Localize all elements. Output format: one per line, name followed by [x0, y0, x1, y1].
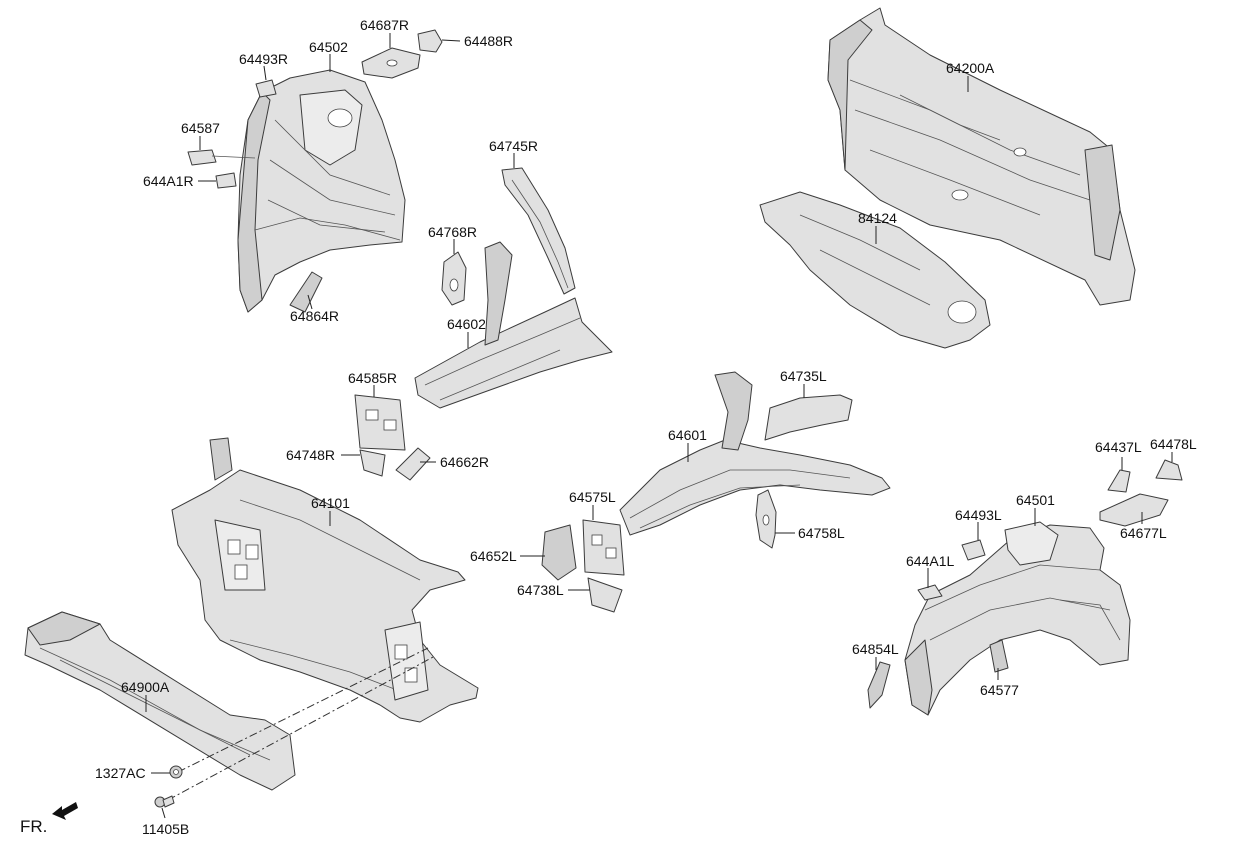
bracket-64437l-part: [1107, 469, 1131, 493]
label-84124: 84124: [858, 210, 897, 226]
label-64501: 64501: [1016, 492, 1055, 508]
label-64768r: 64768R: [428, 224, 477, 240]
label-64745r: 64745R: [489, 138, 538, 154]
label-64585r: 64585R: [348, 370, 397, 386]
label-64662r: 64662R: [440, 454, 489, 470]
bracket-64677l-part: [1099, 493, 1169, 527]
label-64677l: 64677L: [1120, 525, 1167, 541]
front-orientation-indicator: FR.: [20, 802, 78, 836]
reinforcement-64745r-part: [501, 167, 576, 295]
radiator-carrier-64101-part: [171, 437, 479, 723]
label-64493r: 64493R: [239, 51, 288, 67]
front-apron-left-part: [867, 521, 1131, 716]
label-64602: 64602: [447, 316, 486, 332]
label-1327ac: 1327AC: [95, 765, 146, 781]
bracket-64687r-part: [361, 47, 421, 79]
label-64652l: 64652L: [470, 548, 517, 564]
dash-panel-64200a-part: [827, 7, 1136, 306]
mounting-guide-lines: [167, 647, 436, 801]
label-64493l: 64493L: [955, 507, 1002, 523]
label-64587: 64587: [181, 120, 220, 136]
front-label: FR.: [20, 817, 47, 836]
label-64502: 64502: [309, 39, 348, 55]
label-64101: 64101: [311, 495, 350, 511]
bracket-64748r-part: [359, 449, 386, 477]
label-64437l: 64437L: [1095, 439, 1142, 455]
bracket-64662r-part: [395, 447, 431, 481]
label-64854l: 64854L: [852, 641, 899, 657]
bracket-64738l-part: [587, 577, 623, 613]
label-64758l: 64758L: [798, 525, 845, 541]
bracket-64652l-part: [541, 524, 577, 581]
panel-64735l-part: [764, 394, 853, 441]
front-arrow-icon: [52, 802, 78, 820]
reinforcement-84124-part: [759, 191, 991, 349]
label-64478l: 64478L: [1150, 436, 1197, 452]
label-644a1r: 644A1R: [143, 173, 194, 189]
leader-lines: [145, 33, 1173, 819]
label-64735l: 64735L: [780, 368, 827, 384]
bracket-64575l-part: [582, 519, 625, 576]
label-644a1l: 644A1L: [906, 553, 954, 569]
bolt-11405b-part: [154, 795, 175, 808]
side-member-64602-part: [414, 241, 613, 409]
side-member-64601-part: [619, 371, 891, 536]
bracket-64758l-part: [755, 489, 777, 549]
label-64748r: 64748R: [286, 447, 335, 463]
nut-1327ac-part: [169, 765, 183, 779]
label-64577: 64577: [980, 682, 1019, 698]
bracket-64585r-part: [354, 394, 406, 451]
label-64488r: 64488R: [464, 33, 513, 49]
label-64575l: 64575L: [569, 489, 616, 505]
label-64601: 64601: [668, 427, 707, 443]
bumper-beam-64900a-part: [24, 611, 296, 791]
front-apron-right-part: [187, 69, 406, 313]
label-64738l: 64738L: [517, 582, 564, 598]
bracket-64478l-part: [1155, 459, 1183, 481]
part-labels: 64493R 64502 64687R 64488R 64587 644A1R …: [95, 17, 1197, 837]
label-64900a: 64900A: [121, 679, 170, 695]
bracket-64768r-part: [441, 251, 467, 306]
label-64864r: 64864R: [290, 308, 339, 324]
label-11405b: 11405B: [142, 821, 189, 837]
label-64200a: 64200A: [946, 60, 995, 76]
label-64687r: 64687R: [360, 17, 409, 33]
bracket-64488r-part: [417, 29, 443, 53]
